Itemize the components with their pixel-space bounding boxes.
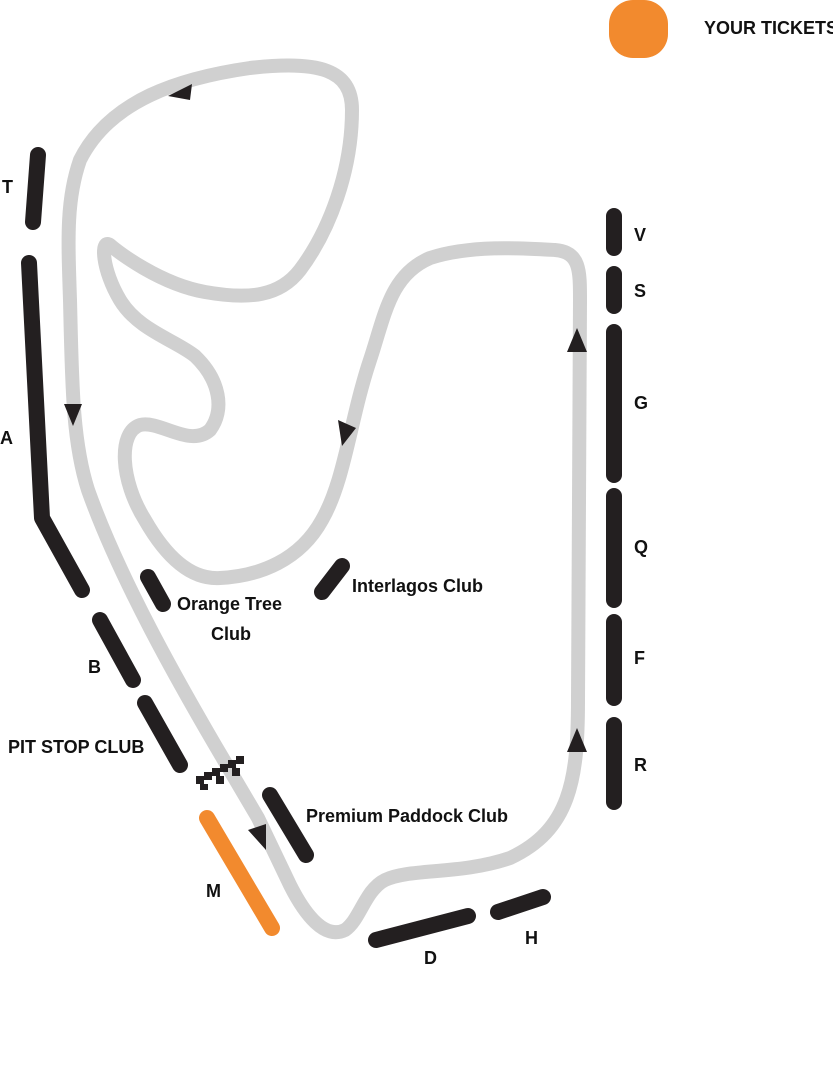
label-h: H [525,928,538,948]
race-track [61,58,587,940]
stand-d[interactable] [368,908,476,948]
label-f: F [634,648,645,668]
label-v: V [634,225,646,245]
label-orange-tree-club-line2: Club [211,624,251,644]
stand-h[interactable] [490,889,551,920]
direction-arrow [567,328,587,352]
stand-b[interactable] [92,612,141,688]
label-t: T [2,177,13,197]
stand-premium-paddock-club[interactable] [262,787,314,863]
legend-swatch [609,0,668,58]
stand-pit-stop-club[interactable] [137,695,188,773]
direction-arrow [168,84,192,100]
start-finish-flag [196,756,244,790]
label-interlagos-club: Interlagos Club [352,576,483,596]
label-d: D [424,948,437,968]
direction-arrow [567,728,587,752]
label-r: R [634,755,647,775]
label-q: Q [634,537,648,557]
stand-a[interactable] [21,255,90,598]
legend-label: YOUR TICKETS [704,18,833,38]
stand-interlagos-club[interactable] [314,558,350,600]
direction-arrow [64,404,82,426]
label-a: A [0,428,13,448]
direction-arrow [248,824,266,850]
direction-arrow [338,420,356,446]
label-b: B [88,657,101,677]
label-premium-paddock-club: Premium Paddock Club [306,806,508,826]
label-pit-stop-club: PIT STOP CLUB [8,737,144,757]
label-g: G [634,393,648,413]
label-orange-tree-club-line1: Orange Tree [177,594,282,614]
stand-orange-tree-club[interactable] [140,569,171,612]
stand-t[interactable] [25,147,46,230]
stand-m[interactable] [199,810,280,936]
label-m: M [206,881,221,901]
label-s: S [634,281,646,301]
